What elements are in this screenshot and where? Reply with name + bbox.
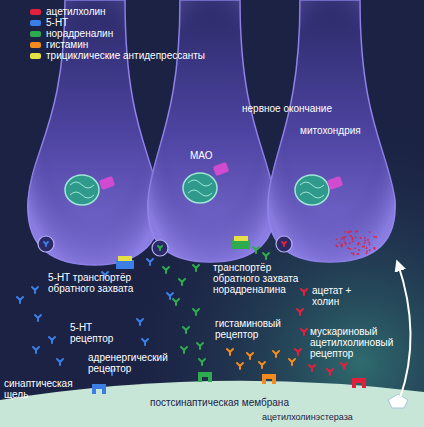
receptors <box>92 372 408 408</box>
callout-label: ацетат + холин <box>312 285 376 307</box>
legend-swatch <box>30 20 41 26</box>
legend-swatch <box>30 9 41 15</box>
callout-label: мускариновый ацетилхолиновый рецептор <box>310 326 402 359</box>
legend-entry: ацетилхолин <box>30 6 205 17</box>
mao-enzyme <box>99 162 344 190</box>
legend-swatch <box>30 31 41 37</box>
callout-label: ацетилхолинэстераза <box>262 412 382 423</box>
callout-label: митохондрия <box>300 125 380 136</box>
mitochondria <box>65 173 329 205</box>
recycle-arrow <box>398 264 411 398</box>
callout-label: 5-HT транспортёр обратного захвата <box>48 272 162 294</box>
vesicles <box>38 236 292 256</box>
callout-label: постсинаптическая мембрана <box>150 397 320 408</box>
callout-label: транспортёр обратного захвата норадренал… <box>213 262 319 295</box>
legend-text: гистамин <box>46 39 88 50</box>
legend-entry: норадреналин <box>30 28 205 39</box>
callout-label: нервное окончание <box>242 103 352 114</box>
callout-label: адренергический рецептор <box>88 352 180 374</box>
callout-label: МАО <box>190 150 220 161</box>
legend-text: норадреналин <box>46 28 113 39</box>
legend-swatch <box>30 53 41 59</box>
legend-entry: трициклические антидепрессанты <box>30 50 205 61</box>
callout-label: синаптическая щель <box>4 378 84 400</box>
callout-label: 5-HT рецептор <box>70 322 130 344</box>
legend-text: 5-HT <box>46 17 68 28</box>
legend: ацетилхолин5-HTнорадреналингистаминтрици… <box>30 6 205 61</box>
nerve-terminals <box>28 0 395 265</box>
legend-text: ацетилхолин <box>46 6 106 17</box>
legend-text: трициклические антидепрессанты <box>46 50 205 61</box>
legend-entry: 5-HT <box>30 17 205 28</box>
callout-label: гистаминовый рецептор <box>215 318 293 340</box>
legend-entry: гистамин <box>30 39 205 50</box>
legend-swatch <box>30 42 41 48</box>
